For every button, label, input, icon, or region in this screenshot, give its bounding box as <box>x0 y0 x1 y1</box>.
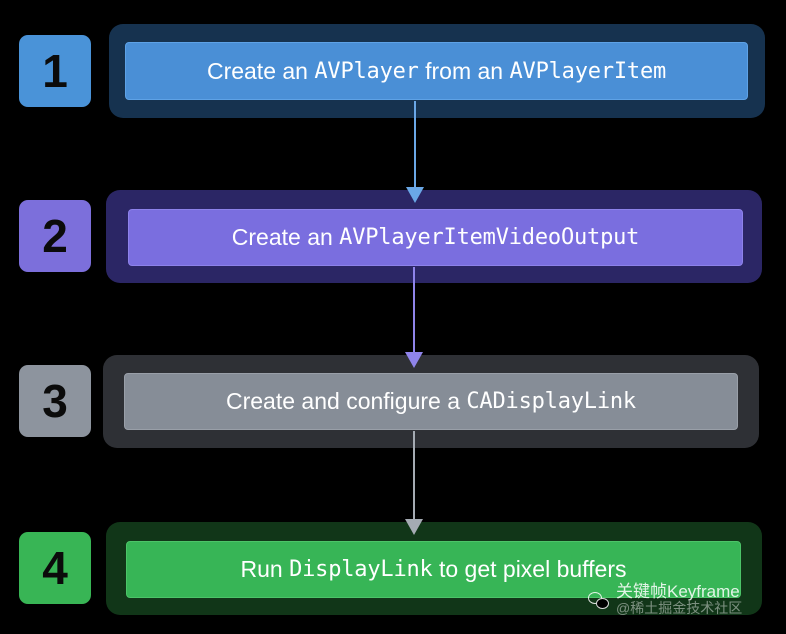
step-3-label-part: Create and configure a <box>226 388 467 414</box>
wechat-icon <box>588 590 610 610</box>
step-4-label-part: Run <box>240 556 290 582</box>
step-3-label-part: CADisplayLink <box>466 389 636 414</box>
step-4-number-badge: 4 <box>19 532 91 604</box>
step-3-box: Create and configure a CADisplayLink <box>124 373 738 430</box>
step-2-label-part: AVPlayerItemVideoOutput <box>339 225 640 250</box>
connector-3-to-4 <box>413 431 415 522</box>
step-4-label-part: to get pixel buffers <box>432 556 627 582</box>
step-1-label-part: Create an <box>206 57 315 84</box>
step-1-label-part: AVPlayer <box>314 58 419 84</box>
step-1-label-part: AVPlayerItem <box>509 58 667 84</box>
arrow-down-icon <box>406 187 424 203</box>
watermark-subtitle: @稀土掘金技术社区 <box>616 600 743 616</box>
step-2-number-badge: 2 <box>19 200 91 272</box>
step-3-number-badge: 3 <box>19 365 91 437</box>
connector-1-to-2 <box>414 101 416 190</box>
step-1-label-part: from an <box>418 57 510 84</box>
watermark-title: 关键帧Keyframe <box>616 582 740 601</box>
watermark: 关键帧Keyframe @稀土掘金技术社区 <box>588 582 743 616</box>
step-4-label-part: DisplayLink <box>289 557 433 582</box>
step-2-label-part: Create an <box>231 224 340 250</box>
step-1-number-badge: 1 <box>19 35 91 107</box>
step-2-box: Create an AVPlayerItemVideoOutput <box>128 209 743 266</box>
arrow-down-icon <box>405 352 423 368</box>
step-4-box: Run DisplayLink to get pixel buffers <box>126 541 741 598</box>
arrow-down-icon <box>405 519 423 535</box>
connector-2-to-3 <box>413 267 415 355</box>
step-1-box: Create an AVPlayer from an AVPlayerItem <box>125 42 748 100</box>
